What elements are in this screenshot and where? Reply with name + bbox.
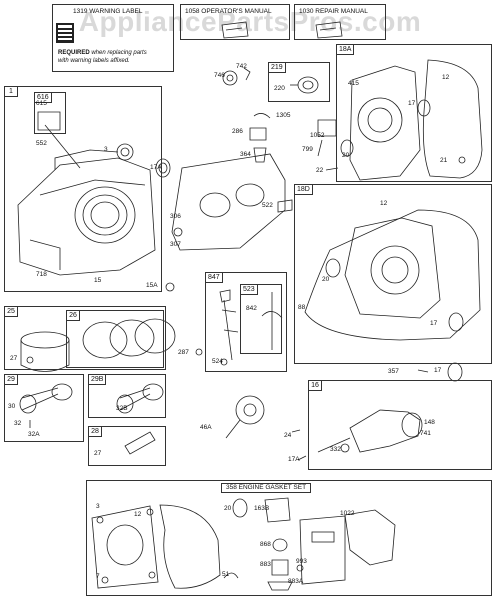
- callout-883: 883: [260, 561, 271, 568]
- group-box-29: [4, 374, 84, 442]
- callout-799: 799: [302, 146, 313, 153]
- callout-993: 993: [296, 558, 307, 565]
- callout-842: 842: [246, 305, 257, 312]
- group-tag-18a: 18A: [336, 44, 355, 55]
- callout-17a: 17A: [150, 164, 162, 171]
- callout-51: 51: [222, 571, 230, 578]
- callout-3-gasket: 3: [96, 503, 100, 510]
- callout-22: 22: [316, 167, 324, 174]
- callout-522: 522: [262, 202, 273, 209]
- callout-364: 364: [240, 151, 251, 158]
- callout-32a: 32A: [28, 431, 40, 438]
- callout-12-18d: 12: [380, 200, 388, 207]
- group-box-1: [4, 86, 162, 292]
- callout-307: 307: [170, 241, 181, 248]
- callout-286: 286: [232, 128, 243, 135]
- group-tag-29b: 29B: [88, 374, 107, 385]
- callout-17a-crank: 17A: [288, 456, 300, 463]
- callout-163b: 163B: [254, 505, 270, 512]
- warning-label-title: 1319 WARNING LABEL: [73, 8, 143, 15]
- callout-220: 220: [274, 85, 285, 92]
- group-tag-26: 26: [66, 310, 80, 321]
- group-box-18a: [336, 44, 492, 182]
- group-tag-29: 29: [4, 374, 18, 385]
- watermark: AppliancePartsPros.com: [78, 6, 422, 37]
- callout-88: 88: [298, 304, 306, 311]
- callout-357: 357: [388, 368, 399, 375]
- group-box-18d: [294, 184, 492, 364]
- callout-30: 30: [8, 403, 16, 410]
- callout-21: 21: [440, 157, 448, 164]
- callout-12-gasket: 12: [134, 511, 142, 518]
- callout-552: 552: [36, 140, 47, 147]
- group-tag-16: 16: [308, 380, 322, 391]
- engine-gasket-set-title: 358 ENGINE GASKET SET: [221, 483, 312, 493]
- group-box-28: [88, 426, 166, 466]
- callout-32b: 32B: [116, 405, 128, 412]
- callout-415: 415: [348, 80, 359, 87]
- callout-20-18a: 20: [342, 152, 350, 159]
- callout-20-gasket: 20: [224, 505, 232, 512]
- group-tag-18d: 18D: [294, 184, 313, 195]
- operators-manual-box: 1058 OPERATOR'S MANUAL: [180, 4, 290, 40]
- callout-32: 32: [14, 420, 22, 427]
- group-box-16: [308, 380, 492, 470]
- repair-manual-title: 1030 REPAIR MANUAL: [299, 8, 368, 15]
- callout-883a: 883A: [288, 578, 304, 585]
- callout-1022: 1022: [340, 510, 355, 517]
- callout-287: 287: [178, 349, 189, 356]
- group-tag-847: 847: [205, 272, 223, 283]
- operators-manual-title: 1058 OPERATOR'S MANUAL: [185, 8, 272, 15]
- group-box-29b: [88, 374, 166, 418]
- group-tag-616: 616: [34, 92, 52, 103]
- engine-gasket-set-box: 358 ENGINE GASKET SET: [86, 480, 492, 596]
- group-tag-28: 28: [88, 426, 102, 437]
- callout-148: 148: [424, 419, 435, 426]
- group-box-25: [4, 306, 166, 370]
- callout-718: 718: [36, 271, 47, 278]
- group-tag-219: 219: [268, 62, 286, 73]
- repair-manual-box: 1030 REPAIR MANUAL: [294, 4, 386, 40]
- group-tag-25: 25: [4, 306, 18, 317]
- callout-741: 741: [420, 430, 431, 437]
- callout-1052: 1052: [310, 132, 325, 139]
- callout-7: 7: [96, 573, 100, 580]
- callout-17-18a: 17: [408, 100, 416, 107]
- group-tag-1: 1: [4, 86, 18, 97]
- callout-3: 3: [104, 146, 108, 153]
- required-note-line1: REQUIRED when replacing parts: [58, 50, 147, 56]
- callout-746: 746: [214, 72, 225, 79]
- callout-17-crank: 17: [434, 367, 442, 374]
- callout-17-18d: 17: [430, 320, 438, 327]
- callout-524: 524: [212, 358, 223, 365]
- callout-615: 615: [36, 100, 47, 107]
- group-box-847: [205, 272, 287, 372]
- callout-12-18a: 12: [442, 74, 450, 81]
- callout-20-18d: 20: [322, 276, 330, 283]
- callout-15a: 15A: [146, 282, 158, 289]
- callout-24: 24: [284, 432, 292, 439]
- engine-block-drawing: [17, 111, 156, 276]
- group-box-26: [66, 310, 164, 368]
- callout-868: 868: [260, 541, 271, 548]
- callout-15: 15: [94, 277, 102, 284]
- callout-332: 332: [330, 446, 341, 453]
- callout-1305: 1305: [276, 112, 291, 119]
- callout-306: 306: [170, 213, 181, 220]
- group-box-219: [268, 62, 330, 102]
- callout-742: 742: [236, 63, 247, 70]
- group-tag-523: 523: [240, 284, 258, 295]
- required-note-line2: with warning labels affixed.: [58, 58, 130, 64]
- group-box-523: [240, 284, 282, 354]
- warning-label-box: 1319 WARNING LABEL: [52, 4, 174, 72]
- callout-46a: 46A: [200, 424, 212, 431]
- callout-27-pin: 27: [94, 450, 102, 457]
- callout-27-piston: 27: [10, 355, 18, 362]
